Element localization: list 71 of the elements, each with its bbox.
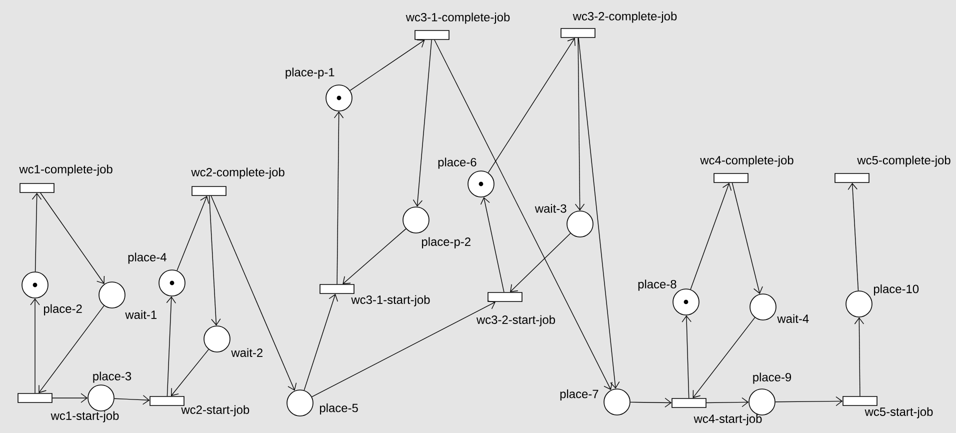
node-label: wc5-start-job [864,407,933,418]
node-label: wc4-start-job [694,414,762,426]
node-label: wc3-2-complete-job [572,12,677,23]
transition-bar: wc5-complete-job [834,156,950,183]
node-label: place-6 [438,158,476,169]
arrow [574,38,585,211]
arrow [32,192,42,272]
arrow [706,397,749,408]
node-label: wc3-1-complete-job [406,12,510,24]
node-label: place-9 [753,372,792,384]
node-label: wc3-2-start-job [476,315,556,326]
arrow [304,294,338,391]
node-label: wc4-complete-job [700,156,794,167]
transition-bar: wc2-start-job [150,396,250,416]
arrow [480,197,504,292]
arrow [350,40,425,91]
arrow [848,182,859,291]
arrow [342,228,406,284]
transition-bar: wc4-start-job [672,398,762,426]
transition-bar: wc3-2-complete-job [560,12,677,38]
arrow [166,296,176,396]
transition-bar: wc3-1-start-job [320,284,430,306]
node-label: place-4 [128,252,166,264]
arrow [692,317,756,398]
node-label: wait-4 [777,314,809,323]
arrow [682,315,692,398]
arrow [52,393,88,403]
transition-bar: wc4-complete-job [700,156,794,183]
arrow [30,298,40,394]
transition-bar: wc2-complete-job [191,168,284,196]
arrow [854,317,864,396]
arrow [170,349,209,396]
arrow [312,300,496,398]
arrow [775,396,843,406]
node-label: wc3-1-start-job [351,295,430,306]
transition-bar: wc3-2-start-job [476,292,556,326]
node-label: wait-1 [125,310,157,319]
node-label: place-3 [93,372,132,383]
arrow [510,232,571,292]
arrow [114,395,150,405]
arrow [208,196,221,326]
arrow [630,398,672,408]
transition-bar: wc3-1-complete-job [406,12,510,40]
node-label: wc5-complete-job [857,156,950,167]
transition-bar: wc1-start-job [18,393,119,422]
node-label: place-7 [560,389,598,401]
arrow [434,40,612,390]
arrow [38,305,104,394]
node-label: place-p-1 [286,68,334,79]
node-label: wait-3 [534,204,566,213]
arrow [176,196,210,271]
node-label: place-5 [320,403,358,415]
node-label: wait-2 [231,348,262,357]
node-label: wc2-start-job [181,405,250,416]
node-label: place-10 [874,284,919,296]
arrow [334,111,344,284]
node-label: wc1-complete-job [19,164,112,176]
arrow [488,38,576,174]
arrow [578,38,620,389]
arrow [412,40,432,207]
node-label: place-p-2 [422,237,470,248]
arrow [732,182,763,294]
transition-bar: wc1-complete-job [19,164,112,193]
node-label: place-2 [44,304,82,316]
arrow [40,192,105,284]
transition-bar: wc5-start-job [842,396,933,418]
arrow [210,196,297,391]
node-label: place-8 [638,280,676,291]
arrow [690,182,732,290]
node-label: wc2-complete-job [191,168,284,179]
node-label: wc1-start-job [50,411,119,422]
